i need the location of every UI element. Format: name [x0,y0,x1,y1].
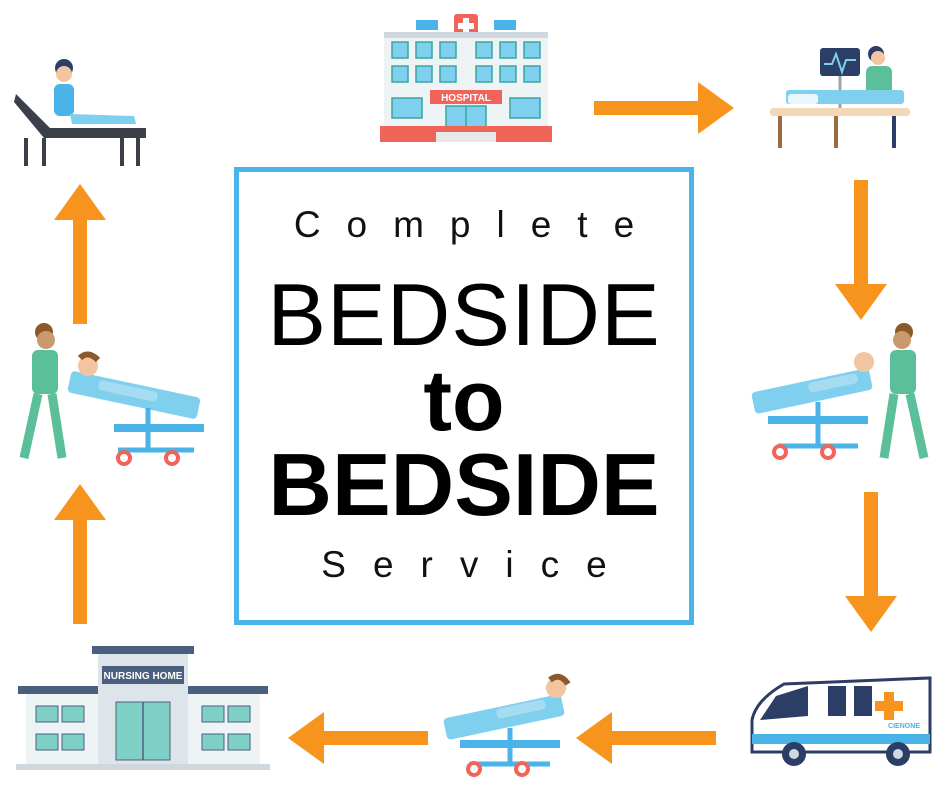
hospital-building-icon: HOSPITAL [380,14,552,142]
arrow-down-right-upper [835,180,887,320]
ambulance-icon: CIENONE [750,676,932,766]
patient-on-monitor-bed-icon [770,46,910,148]
title-bedside-top: BEDSIDE [267,265,661,364]
arrow-up-left-lower [54,484,106,624]
arrow-down-right-lower [845,492,897,632]
title-to: to [423,353,505,449]
nurse-with-stretcher-icon [751,323,929,460]
title-bedside-bottom: BEDSIDE [268,435,660,534]
arrow-up-left-upper [54,184,106,324]
nursing-home-sign-text: NURSING HOME [104,671,183,682]
title-service: Service [321,544,634,585]
nurse-with-stretcher-icon [19,323,204,466]
patient-on-recliner-bed-icon [14,59,146,166]
stretcher-icon [443,673,571,777]
hospital-sign-text: HOSPITAL [441,93,491,104]
arrow-left-bottom-right [576,712,716,764]
title-complete: Complete [293,204,661,245]
arrow-left-bottom-left [288,712,428,764]
arrow-right-top [594,82,734,134]
ambulance-logo-text: CIENONE [888,723,920,730]
nursing-home-building-icon: NURSING HOME [16,646,270,770]
title-frame: Complete BEDSIDE to BEDSIDE Service [234,167,694,625]
